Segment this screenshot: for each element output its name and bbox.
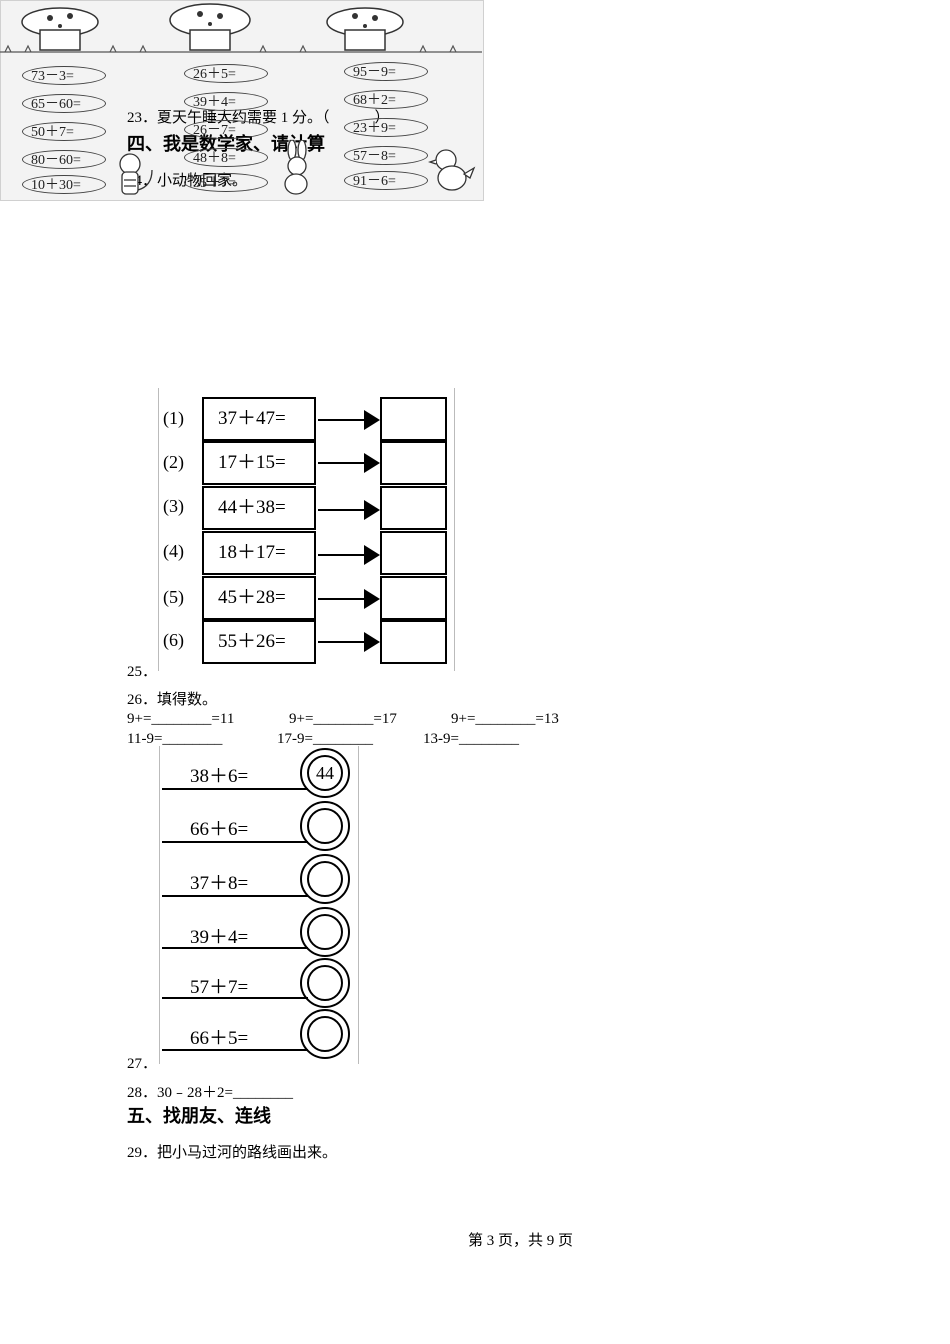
tiger-icon	[119, 153, 153, 195]
question-27: 27．	[127, 1056, 158, 1072]
expression-box: 55＋26=	[202, 620, 316, 664]
fill-blank-3[interactable]: 9+=________=13	[451, 711, 559, 727]
answer-value	[307, 965, 343, 1001]
animals-home-figure: 73－3= 65－60= 50＋7= 80－60= 10＋30= 26＋5= 3…	[0, 0, 484, 201]
question-28[interactable]: 28．30﹣28＋2=________	[127, 1085, 293, 1101]
addition-circles-figure: 38＋6= 44 66＋6= 37＋8= 39＋4= 57＋7= 66＋5=	[159, 746, 359, 1064]
expression-box: 44＋38=	[202, 486, 316, 530]
fill-blank-4[interactable]: 11-9=________	[127, 731, 223, 747]
underline	[162, 841, 308, 843]
answer-circle[interactable]: 44	[300, 748, 350, 798]
equation-oval: 73－3=	[22, 66, 106, 85]
answer-value	[307, 1016, 343, 1052]
fill-blank-2[interactable]: 9+=________=17	[289, 711, 397, 727]
row-label: (2)	[163, 452, 184, 472]
row-label: (3)	[163, 496, 184, 516]
equation-oval: 26－7=	[184, 120, 268, 139]
answer-box[interactable]	[380, 620, 447, 664]
answer-box[interactable]	[380, 486, 447, 530]
expression: 39＋4=	[190, 927, 249, 948]
equation-oval: 57－8=	[344, 146, 428, 165]
equation-oval: 39＋4=	[184, 92, 268, 111]
answer-box[interactable]	[380, 441, 447, 485]
equation-oval: 10＋30=	[22, 175, 106, 194]
expression-box: 17＋15=	[202, 441, 316, 485]
addition-boxes-figure: (1) 37＋47= (2) 17＋15= (3) 44＋38= (4) 18＋…	[158, 388, 455, 671]
answer-circle[interactable]	[300, 801, 350, 851]
answer-value	[307, 914, 343, 950]
rabbit-icon	[284, 140, 308, 195]
row-label: (4)	[163, 541, 184, 561]
underline	[162, 895, 308, 897]
fill-blank-5[interactable]: 17-9=________	[277, 731, 373, 747]
section-4-heading: 四、我是数学家、请计算	[127, 134, 325, 155]
mushroom-houses-illustration	[0, 3, 482, 53]
equation-oval: 23＋9=	[344, 118, 428, 137]
fill-blank-1[interactable]: 9+=________=11	[127, 711, 235, 727]
equation-oval: 48＋8=	[184, 148, 268, 167]
expression-box: 37＋47=	[202, 397, 316, 441]
expression: 57＋7=	[190, 977, 249, 998]
answer-value	[307, 808, 343, 844]
question-25: 25．	[127, 664, 158, 680]
underline	[162, 788, 308, 790]
fill-blank-6[interactable]: 13-9=________	[423, 731, 519, 747]
row-label: (5)	[163, 587, 184, 607]
page-footer: 第 3 页，共 9 页	[468, 1233, 574, 1249]
equation-oval: 50＋7=	[22, 122, 106, 141]
expression-box: 45＋28=	[202, 576, 316, 620]
answer-box[interactable]	[380, 397, 447, 441]
equation-oval: 26＋5=	[184, 64, 268, 83]
answer-circle[interactable]	[300, 854, 350, 904]
equation-oval: 91－6=	[344, 171, 428, 190]
equation-oval: 95－9=	[344, 62, 428, 81]
answer-value: 44	[307, 755, 343, 791]
underline	[162, 997, 308, 999]
answer-box[interactable]	[380, 531, 447, 575]
expression: 38＋6=	[190, 766, 249, 787]
underline	[162, 1049, 308, 1051]
expression: 37＋8=	[190, 873, 249, 894]
question-26: 26．填得数。	[127, 692, 218, 708]
row-label: (6)	[163, 630, 184, 650]
answer-circle[interactable]	[300, 958, 350, 1008]
underline	[162, 947, 308, 949]
section-5-heading: 五、找朋友、连线	[127, 1106, 271, 1127]
equation-oval: 65－60=	[22, 94, 106, 113]
question-23: 23．夏天午睡大约需要 1 分。（ ）	[127, 110, 390, 126]
answer-circle[interactable]	[300, 907, 350, 957]
answer-circle[interactable]	[300, 1009, 350, 1059]
expression-box: 18＋17=	[202, 531, 316, 575]
row-label: (1)	[163, 408, 184, 428]
equation-oval: 35＋7=	[184, 173, 268, 192]
equation-oval: 68＋2=	[344, 90, 428, 109]
answer-box[interactable]	[380, 576, 447, 620]
equation-oval: 80－60=	[22, 150, 106, 169]
answer-value	[307, 861, 343, 897]
bird-icon	[428, 149, 476, 191]
question-29: 29．把小马过河的路线画出来。	[127, 1145, 338, 1161]
arrows-icon	[318, 410, 380, 652]
expression: 66＋5=	[190, 1028, 249, 1049]
expression: 66＋6=	[190, 819, 249, 840]
